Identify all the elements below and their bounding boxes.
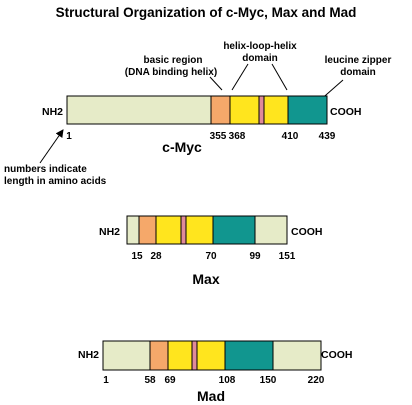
- mad-domain-bar: [102, 340, 322, 371]
- mad-tick-69: 69: [164, 375, 176, 386]
- protein-max: NH2 COOH 15 28 70 99 151 Max: [99, 215, 323, 287]
- c-myc-tick-410: 410: [282, 131, 299, 142]
- mad-tick-150: 150: [260, 375, 277, 386]
- max-loop-segment-3: [180, 215, 187, 245]
- max-tick-28: 28: [150, 251, 162, 262]
- zipper-label-line2: domain: [340, 67, 376, 78]
- basic-region-label-line2: (DNA binding helix): [125, 67, 217, 78]
- hlh-label-line2: domain: [242, 53, 278, 64]
- mad-name: Mad: [197, 388, 225, 404]
- max-zipper-segment-5: [212, 215, 256, 245]
- max-tick-151: 151: [279, 251, 296, 262]
- max-helix-segment-2: [155, 215, 182, 245]
- max-name: Max: [192, 271, 219, 287]
- mad-terminal-segment-6: [272, 340, 322, 371]
- c-myc-name: c-Myc: [162, 139, 202, 155]
- c-myc-helix-segment-4: [263, 95, 289, 125]
- mad-tick-58: 58: [144, 375, 156, 386]
- protein-c-myc: NH2 COOH 1 355 368 410 439 c-Myc: [42, 95, 362, 155]
- mad-loop-segment-3: [191, 340, 198, 371]
- max-c-terminus: COOH: [291, 226, 323, 238]
- max-helix-segment-4: [185, 215, 214, 245]
- mad-basic-segment-1: [149, 340, 169, 371]
- c-myc-tick-labels: 1 355 368 410 439: [66, 131, 336, 142]
- c-myc-basic-segment-1: [210, 95, 231, 125]
- c-myc-domain-bar: [66, 95, 328, 125]
- c-myc-helix-segment-2: [229, 95, 260, 125]
- c-myc-tick-355: 355: [210, 131, 227, 142]
- max-basic-segment-1: [138, 215, 157, 245]
- c-myc-tick-1: 1: [66, 131, 72, 142]
- note-pointer: [39, 129, 64, 164]
- mad-tick-1: 1: [103, 375, 109, 386]
- zipper-label-line1: leucine zipper: [325, 55, 392, 66]
- mad-helix-segment-2: [167, 340, 193, 371]
- mad-helix-segment-4: [196, 340, 226, 371]
- max-tick-70: 70: [205, 251, 217, 262]
- c-myc-c-terminus: COOH: [330, 106, 362, 118]
- mad-zipper-segment-5: [224, 340, 274, 371]
- c-myc-terminal-segment-0: [66, 95, 212, 125]
- max-tick-15: 15: [131, 251, 143, 262]
- c-myc-tick-439: 439: [319, 131, 336, 142]
- mad-n-terminus: NH2: [78, 349, 99, 361]
- basic-region-pointer: [209, 76, 223, 91]
- hlh-pointer-right: [271, 63, 288, 91]
- c-myc-zipper-segment-5: [287, 95, 328, 125]
- mad-c-terminus: COOH: [321, 349, 353, 361]
- note-label-line2: length in amino acids: [4, 176, 107, 187]
- max-domain-bar: [126, 215, 288, 245]
- protein-mad: NH2 COOH 1 58 69 108 150 220 Mad: [78, 340, 353, 404]
- c-myc-n-terminus: NH2: [42, 106, 63, 118]
- max-terminal-segment-6: [254, 215, 288, 245]
- max-terminal-segment-0: [126, 215, 140, 245]
- mad-tick-108: 108: [219, 375, 236, 386]
- note-label-line1: numbers indicate: [4, 164, 87, 175]
- max-n-terminus: NH2: [99, 226, 120, 238]
- mad-tick-labels: 1 58 69 108 150 220: [103, 375, 325, 386]
- c-myc-tick-368: 368: [229, 131, 246, 142]
- diagram-title: Structural Organization of c-Myc, Max an…: [56, 5, 357, 20]
- max-tick-99: 99: [249, 251, 261, 262]
- hlh-pointer-left: [231, 63, 249, 91]
- mad-tick-220: 220: [308, 375, 325, 386]
- basic-region-label-line1: basic region: [144, 55, 203, 66]
- hlh-label-line1: helix-loop-helix: [223, 41, 297, 52]
- max-tick-labels: 15 28 70 99 151: [131, 251, 295, 262]
- mad-terminal-segment-0: [102, 340, 151, 371]
- c-myc-loop-segment-3: [258, 95, 265, 125]
